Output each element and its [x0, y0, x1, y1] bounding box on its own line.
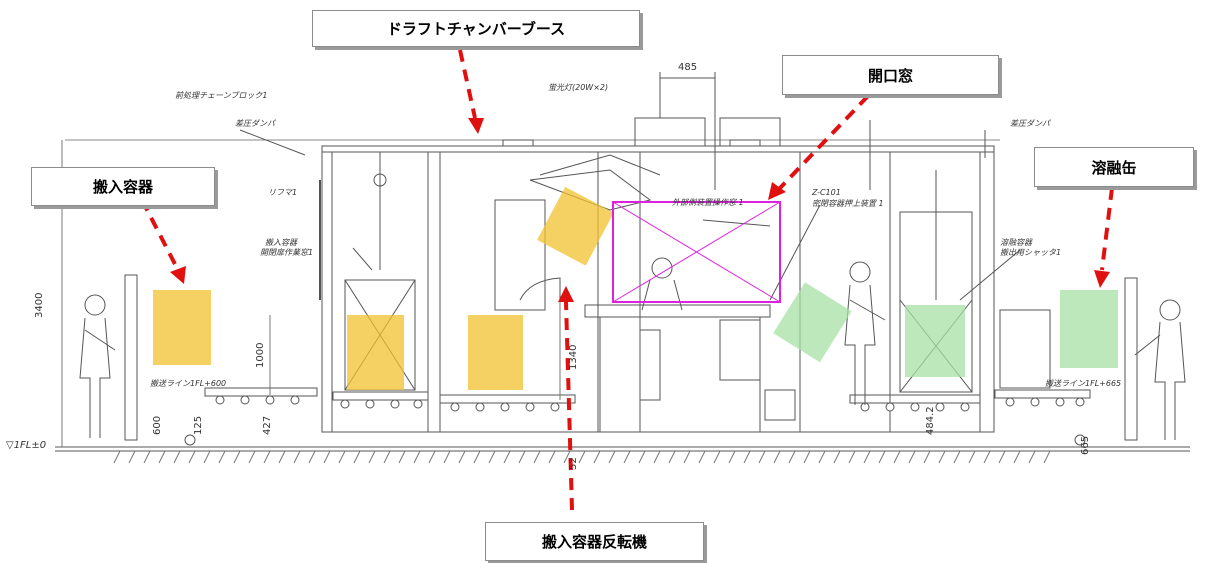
conveyor: [994, 389, 1091, 399]
inverter-arm: [519, 277, 561, 398]
lifter-label: リフマ1: [268, 188, 298, 197]
roof-duct: [719, 117, 781, 147]
cart-wheel: [184, 434, 196, 446]
arrow-to-window: [778, 94, 870, 190]
floor-level-label: ▽1FL±0: [6, 440, 47, 451]
glove-box-label: 外部側装置操作窓 1: [672, 198, 744, 207]
damper-label-left: 差圧ダンパ: [235, 119, 275, 128]
melting-note-1: 溶融容器: [1000, 238, 1032, 247]
callout-opening-window: 開口窓: [782, 55, 999, 95]
equipment-base: [764, 389, 796, 421]
worker-figure: [79, 294, 116, 438]
arrowhead: [558, 286, 574, 302]
inverted-container-highlight: [537, 186, 614, 266]
dim-665-label: 665: [1080, 435, 1091, 455]
container-highlight: [347, 315, 404, 390]
dim-1000-label: 1000: [255, 342, 266, 368]
arrow-to-booth: [458, 49, 477, 119]
lamp: [729, 139, 761, 147]
worker-figure: [641, 257, 683, 311]
cart-wheel: [1074, 434, 1086, 446]
conveyor: [332, 391, 429, 401]
callout-melting-can: 溶融缶: [1034, 147, 1194, 187]
arrowhead: [1094, 270, 1110, 288]
opening-window-frame: [612, 201, 781, 303]
worker-figure: [1134, 299, 1186, 440]
leader-line: [702, 219, 771, 227]
leader-line: [352, 247, 373, 271]
chain-block-label: 前処理チェーンブロック1: [175, 91, 268, 100]
arrow-to-inverter: [564, 301, 574, 511]
melting-can-highlight: [905, 305, 965, 377]
leader-line: [239, 129, 306, 156]
leader-line: [959, 249, 1021, 301]
cart-mast: [1124, 277, 1138, 441]
melting-can-highlight: [1060, 290, 1118, 368]
equip-caption-label: 密閉容器押上装置 1: [812, 199, 884, 208]
callout-incoming-container: 搬入容器: [31, 167, 215, 206]
arrow-to-incoming-container: [140, 199, 180, 271]
callout-container-inverter: 搬入容器反転機: [485, 522, 704, 561]
melting-note-2: 搬出用シャッタ1: [1000, 248, 1062, 257]
conveyor-label-left: 搬送ライン1FL+600: [150, 379, 227, 388]
container-note-2: 開閉扉作業窓1: [260, 248, 314, 257]
cart-mast: [124, 274, 138, 441]
conveyor: [439, 394, 576, 404]
roof-fan-unit: [634, 117, 706, 147]
equipment-box: [719, 319, 761, 381]
dim-485-label: 485: [678, 62, 698, 73]
dim-427-label: 427: [262, 415, 273, 435]
equipment-column: [639, 329, 661, 401]
conveyor-label-right: 搬送ライン1FL+665: [1045, 379, 1122, 388]
dim-125-label: 125: [193, 415, 204, 435]
dim-3400-label: 3400: [34, 292, 45, 318]
callout-draft-chamber-booth: ドラフトチャンバーブース: [312, 10, 640, 47]
tipping-can-highlight: [773, 282, 852, 363]
arrowhead: [468, 118, 484, 134]
opening-window-diagonal: [612, 201, 781, 303]
lamp: [502, 139, 534, 147]
conveyor: [204, 387, 318, 397]
equip-id-label: Z-C101: [812, 188, 841, 197]
lamp-label: 蛍光灯(20W×2): [548, 83, 609, 92]
outlet-container: [999, 309, 1051, 389]
arrow-to-melting-can: [1100, 187, 1114, 271]
incoming-container-highlight: [153, 290, 211, 365]
damper-label-right: 差圧ダンパ: [1010, 119, 1050, 128]
chain-block-hook: [373, 173, 387, 187]
dim-1340-label: 1340: [568, 344, 579, 370]
arrowhead: [170, 266, 186, 284]
container-highlight: [468, 315, 523, 390]
conveyor-rollers: [215, 395, 1085, 412]
floor-hatch: [113, 450, 1051, 464]
dim-52-label: 52: [568, 457, 579, 470]
leader-line: [769, 204, 821, 301]
conveyor: [849, 394, 981, 404]
dim-484-label: 484.2: [925, 406, 936, 435]
inverter-lid: [539, 154, 661, 176]
container-note-1: 搬入容器: [265, 238, 297, 247]
dim-600-label: 600: [152, 415, 163, 435]
arrowhead: [768, 182, 786, 200]
booth-frame: [321, 145, 995, 433]
work-table: [584, 304, 771, 318]
inverter-frame: [494, 199, 546, 311]
worker-figure: [844, 261, 886, 405]
